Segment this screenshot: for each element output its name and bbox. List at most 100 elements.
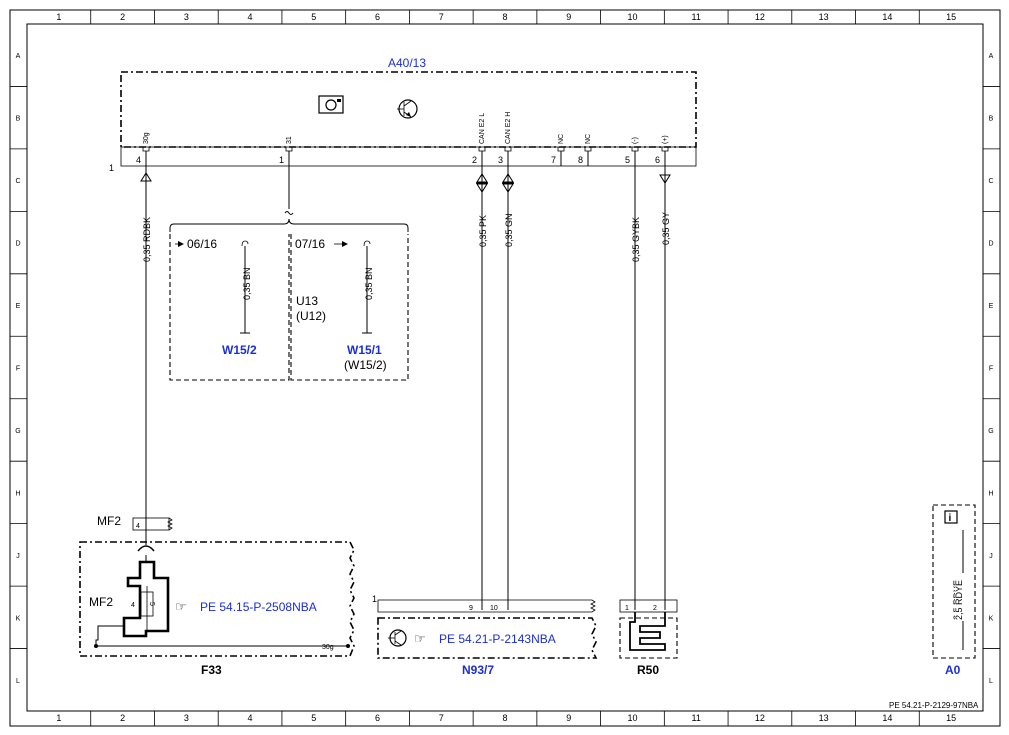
wire-gn[interactable]: 0,35 GN [502,166,514,610]
grid-column-label: 8 [502,12,507,22]
grid-row-label: C [988,178,993,185]
wire-gn-label: 0,35 GN [504,213,514,247]
grid-row-label: H [988,490,993,497]
wire-pk-label: 0,35 PK [478,215,488,247]
a40-pin-name: (-) [632,137,639,144]
grid-column-label: 15 [946,713,956,723]
grid-row-label: J [16,553,20,560]
n93-label: N93/7 [462,663,494,677]
grid-column-label: 6 [375,12,380,22]
grid-column-label: 3 [184,713,189,723]
f33-reference: PE 54.15-P-2508NBA [200,600,317,614]
a40-pin-number: 5 [625,155,630,165]
svg-text:i: i [949,513,952,524]
a40-pin-number: 6 [655,155,660,165]
drawing-frame [9,9,1001,727]
a40-pin-number: 7 [551,155,556,165]
a40-side-number: 1 [109,163,114,173]
grid-row-label: E [989,303,994,310]
n93-pin-a: 9 [469,605,473,612]
r50-pin-b: 2 [653,605,657,612]
grid-column-label: 6 [375,713,380,723]
grid-column-label: 1 [56,713,61,723]
transistor-icon [397,99,418,119]
module-a0[interactable]: i 2,5 RDYE 2,5 RDYE A0 [932,504,976,677]
module-r50[interactable]: 1 2 R50 [619,599,678,677]
a40-pin-name: CAN E2 L [479,113,486,144]
a40-pin-name: 31 [286,136,293,144]
info-icon: i [944,510,958,524]
wire-gybk[interactable]: 0,35 GYBK [631,166,641,610]
grid-column-label: 14 [882,713,892,723]
f33-mf2-left: MF2 [89,595,113,609]
pointing-hand-icon-2: ☞ [414,631,426,646]
f33-fuse-pin: 4 [131,602,135,609]
a40-pin-number: 4 [136,155,141,165]
grid-column-label: 13 [819,713,829,723]
grid-row-label: K [989,615,994,622]
a40-pin-name: NC [585,134,592,144]
module-a40-13[interactable]: A40/13 1 [109,56,697,173]
n93-reference: PE 54.21-P-2143NBA [439,632,556,646]
a0-wire-label-text: 2,5 RDYE [954,580,964,620]
n93-reference-link[interactable]: ☞ PE 54.21-P-2143NBA [414,631,556,646]
grid-row-label: D [15,241,20,248]
wire-gybk-label: 0,35 GYBK [631,217,641,262]
grid-column-label: 11 [692,713,701,723]
wire-31[interactable] [169,166,409,232]
ground-w15-2: W15/2 [222,343,257,357]
grid-column-label: 3 [184,12,189,22]
grid-column-label: 14 [882,12,892,22]
ground-w15-1: W15/1 [347,343,382,357]
grid-column-label: 2 [120,12,125,22]
wire-gy-label: 0,35 GY [661,212,671,245]
a40-pin-number: 1 [279,155,284,165]
grid-row-label: F [989,366,993,373]
variant-u12: (U12) [296,309,326,323]
grid-column-label: 7 [439,713,444,723]
f33-label: F33 [201,663,222,677]
grid-row-label: C [15,178,20,185]
pointing-hand-icon: ☞ [175,599,187,614]
module-f33[interactable]: MF2 4 4 5 MF2 30g ☞ PE 54.15-P-2508NBA F… [79,514,355,677]
a0-label: A0 [945,663,961,677]
grid-column-label: 7 [439,12,444,22]
a40-pin-number: 8 [578,155,583,165]
wire-rdbk[interactable]: 0,35 RDBK [140,166,152,518]
variant-box-07-16[interactable]: 07/16 0,35 BN W15/1 (W15/2) [290,234,409,381]
wire-rdbk-label: 0,35 RDBK [142,217,152,262]
document-reference: PE 54.21-P-2129-97NBA [889,701,979,710]
grid-row-label: A [989,53,994,60]
grid-row-label: H [15,490,20,497]
f33-reference-link[interactable]: ☞ PE 54.15-P-2508NBA [175,599,317,614]
wire-pk[interactable]: 0,35 PK [476,166,488,610]
grid-column-label: 8 [502,713,507,723]
grid-row-label: K [16,615,21,622]
f33-fuse-value: 5 [148,602,155,606]
grid-row-label: D [988,241,993,248]
grid-row-label: B [989,116,994,123]
r50-label: R50 [637,663,659,677]
variant-date-right: 07/16 [295,237,325,251]
grid-row-label: G [15,428,20,435]
r50-pin-a: 1 [625,605,629,612]
n93-side-number: 1 [372,594,377,604]
a40-pin-number: 2 [472,155,477,165]
module-a40-label: A40/13 [388,56,426,70]
variant-box-06-16[interactable]: 06/16 0,35 BN W15/2 [169,234,290,381]
grid-column-label: 12 [755,713,765,723]
f33-pin: 4 [136,523,140,530]
grid-row-label: J [989,553,993,560]
grid-column-label: 2 [120,713,125,723]
grid-row-label: L [16,678,20,685]
variant-date-left: 06/16 [187,237,217,251]
a40-pin-name: 30g [143,132,150,144]
a40-pin-number: 3 [498,155,503,165]
module-n93-7[interactable]: 1 9 10 ☞ PE 54.21-P-2143NBA N93/7 [372,594,598,677]
grid-column-label: 9 [566,12,571,22]
grid-row-label: E [16,303,21,310]
wire-gy[interactable]: 0,35 GY [659,166,671,610]
